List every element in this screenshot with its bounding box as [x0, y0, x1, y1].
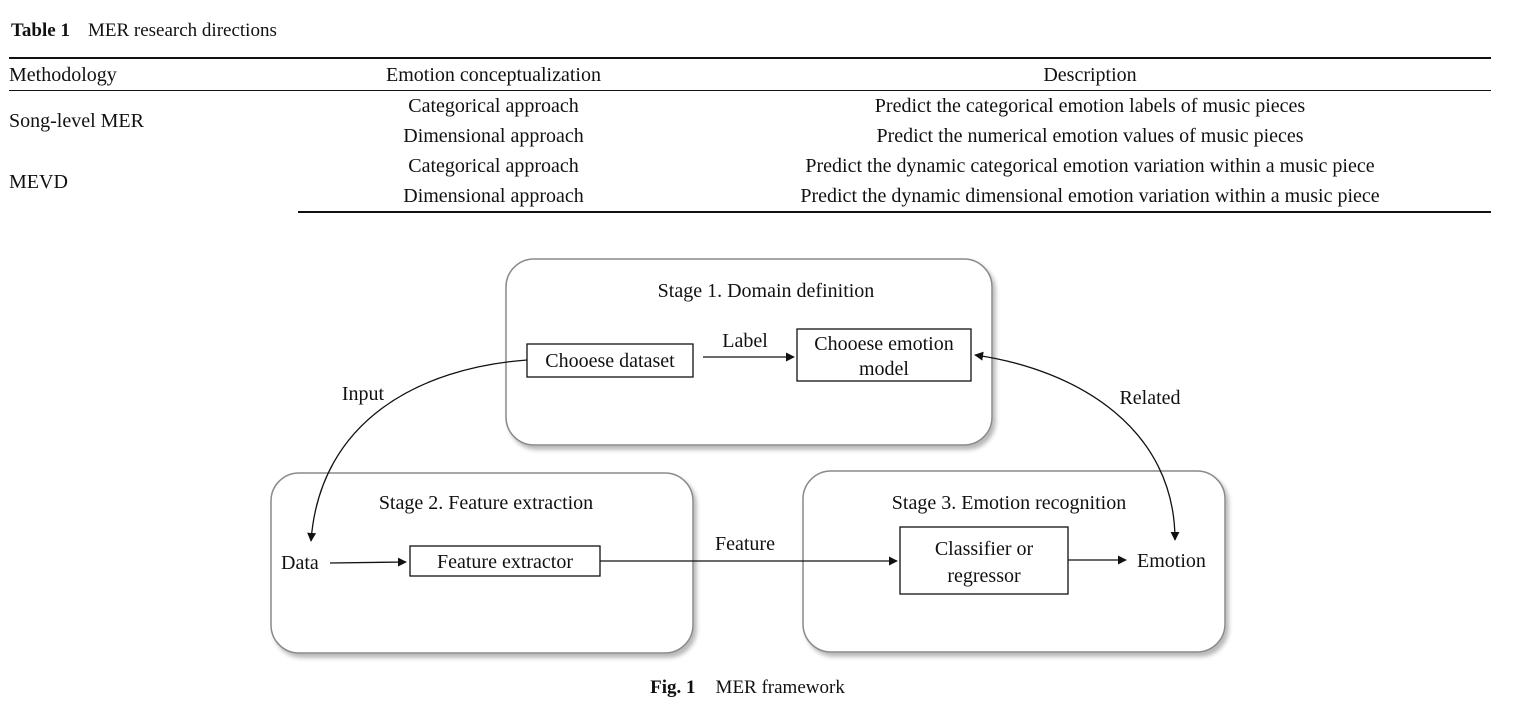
label-edge-text: Label [722, 330, 768, 352]
description-cell: Predict the numerical emotion values of … [876, 125, 1304, 147]
figure-title: MER framework [715, 677, 845, 698]
related-arrow [974, 351, 1180, 541]
stage3-title: Stage 3. Emotion recognition [892, 492, 1126, 514]
table-row: Dimensional approach Predict the numeric… [9, 121, 1491, 151]
table-caption: Table 1 MER research directions [11, 20, 277, 42]
stage1-title: Stage 1. Domain definition [658, 280, 875, 302]
table-row: Dimensional approach Predict the dynamic… [9, 181, 1491, 213]
research-directions-table: Methodology Emotion conceptualization De… [9, 57, 1491, 213]
choose-dataset-label: Chooese dataset [545, 350, 675, 372]
table-row: Song-level MER Categorical approach Pred… [9, 91, 1491, 132]
concept-cell: Categorical approach [408, 95, 579, 117]
feature-edge-text: Feature [715, 533, 775, 555]
header-description: Description [689, 57, 1491, 91]
table-number: Table 1 [11, 20, 70, 41]
methodology-cell: Song-level MER [9, 110, 144, 132]
choose-emotion-model-line2: model [859, 358, 909, 380]
figure-number: Fig. 1 [650, 677, 696, 698]
input-edge-text: Input [342, 383, 385, 405]
header-emotion-conceptualization: Emotion conceptualization [298, 57, 689, 91]
feature-extractor-box [409, 545, 601, 577]
description-cell: Predict the categorical emotion labels o… [874, 95, 1306, 117]
data-label: Data [281, 552, 319, 574]
table-header-row: Methodology Emotion conceptualization De… [9, 57, 1491, 91]
methodology-cell: MEVD [9, 170, 68, 193]
related-edge-text: Related [1119, 387, 1180, 409]
data-arrow [329, 557, 407, 567]
classifier-line1: Classifier or [935, 538, 1034, 560]
classifier-line2: regressor [947, 565, 1021, 587]
figure-caption: Fig. 1 MER framework [0, 677, 1495, 699]
stage2-title: Stage 2. Feature extraction [379, 492, 593, 514]
concept-cell: Dimensional approach [403, 125, 584, 147]
choose-emotion-model-box [796, 328, 972, 382]
choose-emotion-model-line1: Chooese emotion [814, 333, 953, 355]
feature-extractor-label: Feature extractor [437, 551, 573, 573]
input-arrow [307, 359, 528, 542]
choose-dataset-box [526, 343, 694, 378]
table-row: MEVD Categorical approach Predict the dy… [9, 151, 1491, 193]
header-methodology: Methodology [9, 57, 298, 91]
concept-cell: Categorical approach [408, 155, 579, 177]
description-cell: Predict the dynamic categorical emotion … [805, 155, 1375, 177]
emotion-label: Emotion [1137, 550, 1206, 572]
table-title: MER research directions [87, 20, 277, 41]
description-cell: Predict the dynamic dimensional emotion … [689, 181, 1491, 213]
concept-cell: Dimensional approach [298, 181, 689, 213]
